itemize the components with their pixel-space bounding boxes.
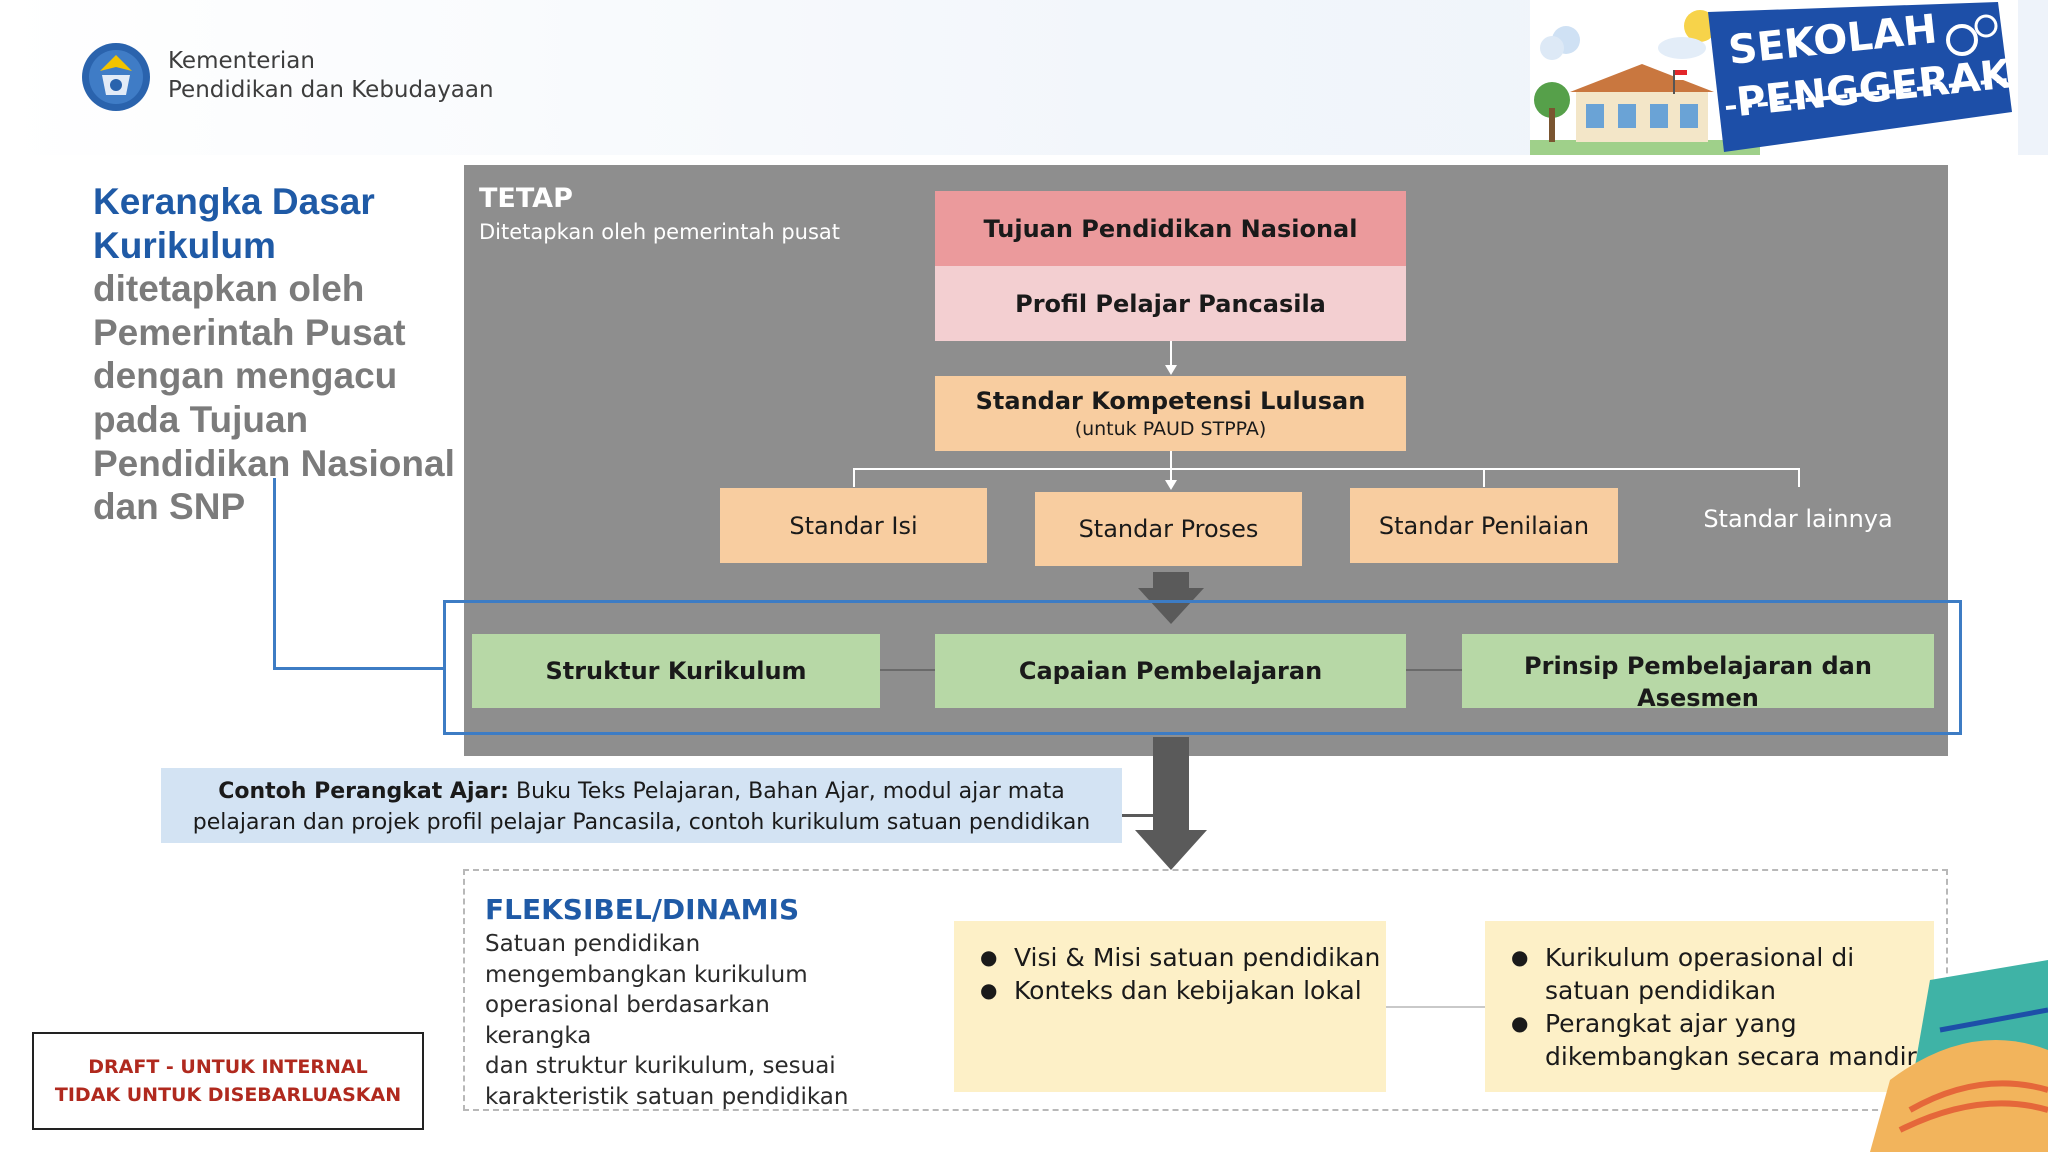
skl-subtitle: (untuk PAUD STPPA) [1074,418,1267,440]
arrow-shaft-lower [1153,737,1189,833]
contoh-line-1: Contoh Perangkat Ajar: Buku Teks Pelajar… [161,776,1122,807]
fleksibel-desc-3: operasional berdasarkan kerangka [485,992,770,1049]
prinsip-line-2: Asesmen [1637,684,1759,712]
ministry-name-line1: Kementerian [168,48,315,74]
fleksibel-description: Satuan pendidikan mengembangkan kurikulu… [485,929,875,1112]
left-title-line-2: Pemerintah Pusat [93,311,406,353]
output-item-1-line-1: Kurikulum operasional di [1545,943,1855,972]
output-item-kurikulum: Kurikulum operasional di satuan pendidik… [1509,941,1934,1007]
blue-connector-horizontal [273,667,445,670]
sekolah-penggerak-illustration: SEKOLAH PENGGERAK [1530,0,2018,155]
ministry-name-line2: Pendidikan dan Kebudayaan [168,77,494,103]
output-item-2-line-2: dikembangkan secara mandiri [1545,1042,1924,1071]
prinsip-line-1: Prinsip Pembelajaran dan [1524,652,1872,680]
sekolah-penggerak-badge: SEKOLAH PENGGERAK [1530,0,2018,155]
fleksibel-desc-4: dan struktur kurikulum, sesuai [485,1053,836,1079]
fleksibel-desc-5: karakteristik satuan pendidikan [485,1083,849,1110]
contoh-text-2: pelajaran dan projek profil pelajar Panc… [192,810,1091,835]
draft-notice: DRAFT - UNTUK INTERNAL TIDAK UNTUK DISEB… [32,1032,424,1130]
contoh-perangkat-ajar: Contoh Perangkat Ajar: Buku Teks Pelajar… [161,768,1122,843]
standards-bus-line [853,468,1800,470]
corner-decoration [1780,960,2048,1152]
contoh-label: Contoh Perangkat Ajar: [218,779,509,804]
drop-standar-lainnya [1798,468,1800,487]
fleksibel-title: FLEKSIBEL/DINAMIS [485,893,800,926]
output-item-2-line-1: Perangkat ajar yang [1545,1009,1797,1038]
connector-skl-standards [1170,451,1172,483]
connector-yellow-boxes [1386,1006,1485,1008]
left-title-highlight-2: Kurikulum [93,224,276,266]
drop-standar-isi [853,468,855,487]
context-list: Visi & Misi satuan pendidikan Konteks da… [978,941,1386,1007]
connector-struktur-capaian [880,669,935,671]
connector-capaian-prinsip [1406,669,1462,671]
output-item-1-line-2: satuan pendidikan [1545,976,1777,1005]
left-title-line-5: Pendidikan Nasional [93,442,455,484]
connector-profil-skl [1170,341,1172,369]
drop-standar-penilaian [1483,468,1485,487]
fleksibel-desc-1: Satuan pendidikan [485,931,701,957]
ministry-logo [80,41,152,113]
context-item-konteks: Konteks dan kebijakan lokal [978,974,1386,1007]
left-title-highlight-1: Kerangka Dasar [93,181,375,222]
standar-isi-box: Standar Isi [720,488,987,563]
arrowhead-lower [1135,830,1207,870]
standar-penilaian-box: Standar Penilaian [1350,488,1618,563]
ministry-name: Kementerian Pendidikan dan Kebudayaan [168,47,494,105]
draft-line-2: TIDAK UNTUK DISEBARLUASKAN [54,1084,402,1106]
arrow-shaft-upper [1153,572,1189,590]
arrowhead-skl [1165,365,1177,375]
profil-pelajar-pancasila-box: Profil Pelajar Pancasila [935,266,1406,341]
context-item-visi-misi: Visi & Misi satuan pendidikan [978,941,1386,974]
tetap-title: TETAP [479,183,573,214]
struktur-kurikulum-box: Struktur Kurikulum [472,634,880,708]
arrowhead-upper [1138,588,1204,624]
tetap-subtitle: Ditetapkan oleh pemerintah pusat [479,220,840,244]
left-title-line-4: pada Tujuan [93,398,309,440]
fleksibel-desc-2: mengembangkan kurikulum [485,961,808,988]
output-item-perangkat: Perangkat ajar yang dikembangkan secara … [1509,1007,1934,1073]
connector-contoh-arrow [1122,814,1155,817]
blue-highlight-frame [443,600,1962,735]
context-box: Visi & Misi satuan pendidikan Konteks da… [954,921,1386,1092]
tujuan-pendidikan-nasional-box: Tujuan Pendidikan Nasional [935,191,1406,266]
standar-lainnya-label: Standar lainnya [1703,505,1893,533]
output-list: Kurikulum operasional di satuan pendidik… [1509,941,1934,1073]
arrowhead-standar-proses [1165,480,1177,490]
prinsip-pembelajaran-box: Prinsip Pembelajaran dan Asesmen [1462,634,1934,712]
blue-connector-vertical [273,478,276,670]
capaian-pembelajaran-box: Capaian Pembelajaran [935,634,1406,708]
output-box: Kurikulum operasional di satuan pendidik… [1485,921,1934,1092]
left-title-line-6: dan SNP [93,486,246,528]
left-title: Kerangka Dasar Kurikulum ditetapkan oleh… [93,180,463,529]
left-title-line-3: dengan mengacu [93,355,398,397]
standar-kompetensi-lulusan-box: Standar Kompetensi Lulusan (untuk PAUD S… [935,376,1406,451]
skl-title: Standar Kompetensi Lulusan [975,387,1366,415]
contoh-text-1: Buku Teks Pelajaran, Bahan Ajar, modul a… [508,779,1065,804]
standar-proses-box: Standar Proses [1035,492,1302,566]
left-title-line-1: ditetapkan oleh [93,268,365,310]
draft-line-1: DRAFT - UNTUK INTERNAL [88,1056,368,1078]
